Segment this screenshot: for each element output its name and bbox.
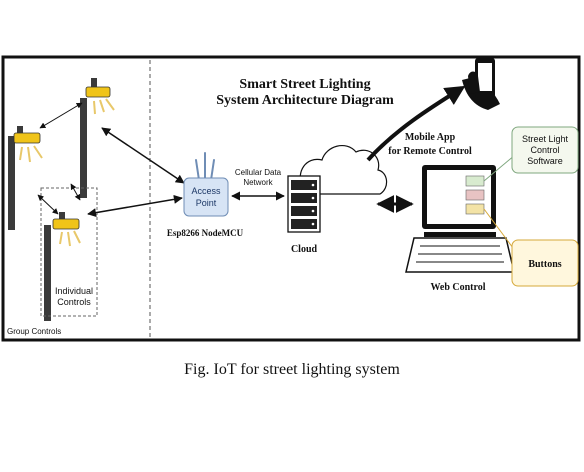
street-lamp-1 [8, 126, 43, 230]
arrow-lamp3-access-point [87, 194, 183, 218]
access-point-label-line2: Point [196, 198, 217, 208]
esp-module-label: Esp8266 NodeMCU [167, 228, 244, 238]
street-lamp-2 [80, 78, 115, 198]
cloud-label: Cloud [291, 244, 318, 255]
individual-controls-label-line1: Individual [55, 286, 93, 296]
cellular-label-line1: Cellular Data [235, 168, 282, 177]
cellular-label-line2: Network [243, 178, 273, 187]
web-control-label: Web Control [430, 282, 485, 293]
mobile-app-label-line2: for Remote Control [388, 146, 472, 157]
individual-controls-box [40, 187, 98, 317]
arrow-cloud-mobile [366, 85, 466, 162]
diagram-title-line2: System Architecture Diagram [216, 93, 394, 108]
arrow-lamp1-lamp2 [39, 102, 83, 129]
group-controls-label: Group Controls [7, 327, 61, 336]
street-lamp-3 [44, 212, 81, 321]
diagram-title-line1: Smart Street Lighting [239, 77, 370, 92]
figure-caption: Fig. IoT for street lighting system [184, 361, 400, 378]
buttons-callout-box [511, 239, 579, 287]
arrow-lamp2-access-point [101, 127, 185, 184]
mobile-phone-icon [462, 58, 500, 110]
software-label-line1: Street Light [522, 134, 569, 144]
software-label-line2: Control [530, 145, 559, 155]
individual-controls-label-line2: Controls [57, 297, 91, 307]
arrow-lamp2-lamp3 [70, 183, 81, 201]
access-point-label-line1: Access [191, 186, 221, 196]
server-icon [287, 175, 321, 233]
mobile-app-label-line1: Mobile App [405, 132, 456, 143]
buttons-label: Buttons [528, 259, 561, 270]
software-callout-box [511, 126, 579, 174]
access-point-device: Access Point [183, 152, 229, 217]
software-label-line3: Software [527, 156, 563, 166]
architecture-diagram: Smart Street Lighting System Architectur… [1, 55, 581, 342]
arrow-lamp1-lamp3 [37, 194, 59, 215]
laptop-icon [405, 165, 515, 273]
software-callout-line [483, 154, 516, 182]
buttons-callout-line [483, 208, 517, 253]
